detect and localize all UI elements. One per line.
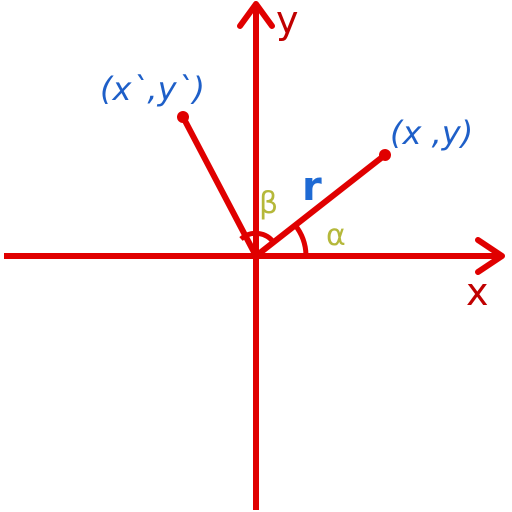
- x-axis-arrowhead: [475, 237, 505, 275]
- radius-label: r: [302, 164, 322, 210]
- x-axis-label: x: [466, 270, 489, 314]
- y-axis-label: y: [276, 0, 299, 42]
- point-rotated-dot: [177, 111, 189, 123]
- point-original-label: (x ,y): [390, 114, 473, 152]
- angle-alpha-arc: [292, 223, 309, 257]
- radius-vector-rotated: [180, 114, 259, 259]
- angle-alpha-label: α: [326, 218, 346, 253]
- point-rotated-label: (x`,y`): [100, 70, 205, 108]
- angle-beta-arc: [239, 230, 277, 245]
- y-axis-arrowhead: [237, 1, 275, 29]
- point-original-dot: [379, 149, 391, 161]
- angle-beta-label: β: [259, 186, 278, 221]
- radius-vector-original: [253, 152, 388, 259]
